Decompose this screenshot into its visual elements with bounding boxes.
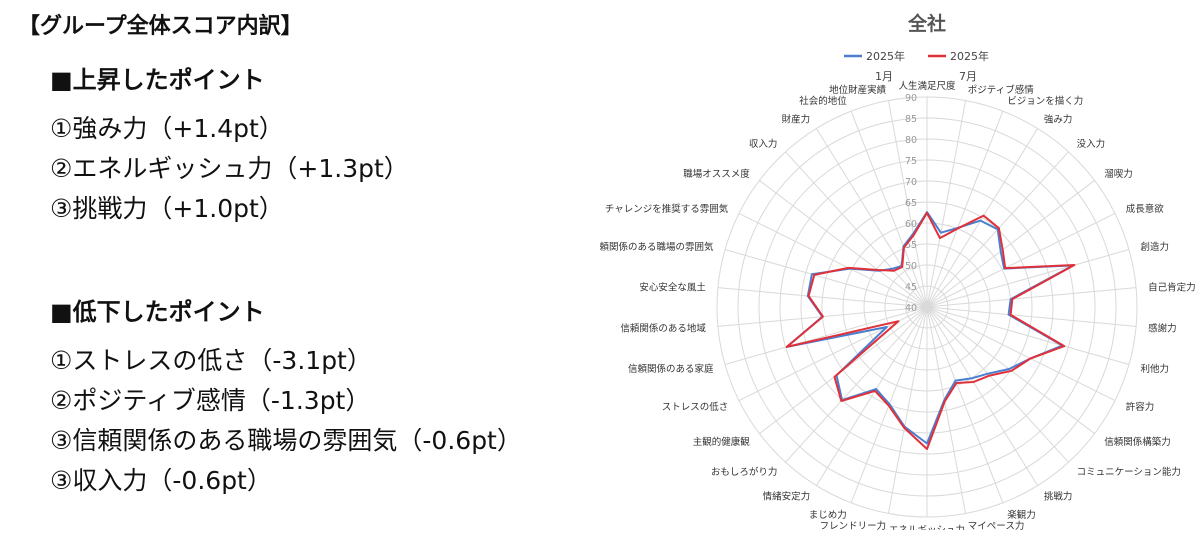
category-label: 挑戦力 [1044,491,1073,503]
legend-label-jul-line2: 7月 [959,70,977,83]
spoke [926,128,1038,308]
spoke [926,306,967,514]
spoke [926,306,1069,463]
tick-label: 70 [905,177,917,188]
category-label: マイペース力 [968,520,1025,530]
spoke [926,180,1095,308]
category-label: ビジョンを描く力 [1007,95,1083,107]
tick-label: 75 [905,156,917,167]
category-label: 人生満足尺度 [898,80,956,92]
radar-spokes [717,97,1137,517]
category-label: エネルギッシュ力 [889,524,965,530]
category-label: 自己肯定力 [1148,282,1196,294]
rise-item: ②エネルギッシュ力（+1.3pt） [50,154,409,183]
fall-item: ①ストレスの低さ（-3.1pt） [50,346,372,375]
rise-section: ■上昇したポイント ①強み力（+1.4pt） ②エネルギッシュ力（+1.3pt）… [50,60,409,229]
category-label: ストレスの低さ [662,401,729,413]
spoke [926,306,1038,486]
spoke [887,306,928,514]
tick-label: 60 [905,219,917,230]
radar-tick-labels: 40 45 50 55 60 65 70 75 80 85 90 [905,93,917,314]
spoke [926,287,1137,308]
spoke [926,306,1130,365]
spoke [816,306,928,486]
category-label: 没入力 [1077,138,1106,150]
spoke [850,111,928,308]
legend-label-jan-line2: 1月 [875,70,893,83]
fall-list: ①ストレスの低さ（-3.1pt） ②ポジティブ感情（-1.3pt） ③信頼関係の… [50,341,522,501]
category-label: コミュニケーション能力 [1077,466,1181,478]
category-label: 成長意欲 [1126,203,1165,215]
radar-chart-area: 全社 2025年 1月 2025年 7月 40 45 50 55 60 65 70 75 80 8… [590,0,1200,534]
spoke [887,100,928,308]
spoke [926,212,1116,308]
category-label: フレンドリー力 [820,520,887,530]
category-label: 信頼関係構築力 [1104,436,1171,448]
spoke [926,306,1116,402]
category-label: おもしろがり力 [711,466,778,478]
page-heading: 【グループ全体スコア内訳】 [18,14,303,39]
fall-item: ②ポジティブ感情（-1.3pt） [50,386,371,415]
tick-label: 90 [905,93,917,104]
tick-label: 50 [905,261,917,272]
category-label: チャレンジを推奨する雰囲気 [605,203,729,215]
tick-label: 80 [905,135,917,146]
category-label: 楽観力 [1007,509,1036,521]
category-label: 溜喫力 [1104,168,1133,180]
category-label: 信頼関係のある地域 [620,323,706,335]
category-label: 感謝力 [1148,323,1177,335]
category-label: 職場オススメ度 [683,168,750,180]
spoke [926,249,1130,308]
tick-label: 85 [905,114,917,125]
chart-title: 全社 [907,12,946,35]
category-label: まじめ力 [809,509,847,521]
legend-label-jul-line1: 2025年 [950,49,989,63]
spoke [724,249,928,308]
category-label: 安心安全な風土 [639,282,706,294]
category-label: 信頼関係のある職場の雰囲気 [600,241,714,253]
spoke [785,151,928,308]
radar-chart: 全社 2025年 1月 2025年 7月 40 45 50 55 60 65 70 75 80 8… [590,12,1196,534]
spoke [926,306,1137,327]
spoke [785,306,928,463]
fall-item: ③収入力（-0.6pt） [50,466,272,495]
category-label: 主観的健康観 [693,436,751,448]
tick-label: 65 [905,198,917,209]
rise-title: ■上昇したポイント [50,66,265,94]
radar-series [785,211,1076,450]
radar-category-labels: 人生満足尺度ポジティブ感情ビジョンを描く力強み力没入力溜喫力成長意欲創造力自己肯… [590,80,1196,534]
tick-label: 45 [905,282,917,293]
category-label: 強み力 [1044,113,1073,125]
spoke [759,180,928,308]
spoke [926,100,967,308]
spoke [724,306,928,365]
category-label: 創造力 [1141,241,1170,253]
category-label: 社会的地位 [799,95,847,107]
category-label: 信頼関係のある家庭 [628,363,714,375]
category-label: 利他力 [1141,363,1170,375]
spoke [738,212,928,308]
rise-item: ①強み力（+1.4pt） [50,114,284,143]
category-label: 収入力 [749,138,778,150]
series-line-jul [785,211,1076,450]
rise-list: ①強み力（+1.4pt） ②エネルギッシュ力（+1.3pt） ③挑戦力（+1.0… [50,109,409,229]
legend: 2025年 1月 2025年 7月 [844,49,989,83]
tick-label: 55 [905,240,917,251]
category-label: 財産力 [782,113,811,125]
tick-label: 40 [905,303,917,314]
fall-title: ■低下したポイント [50,298,265,326]
category-label: 許容力 [1126,401,1155,413]
legend-label-jan-line1: 2025年 [866,49,905,63]
fall-section: ■低下したポイント ①ストレスの低さ（-3.1pt） ②ポジティブ感情（-1.3… [50,292,522,501]
fall-item: ③信頼関係のある職場の雰囲気（-0.6pt） [50,426,522,455]
category-label: ポジティブ感情 [968,84,1034,96]
spoke [926,111,1004,308]
spoke [816,128,928,308]
category-label: 情緒安定力 [763,491,811,503]
rise-item: ③挑戦力（+1.0pt） [50,194,284,223]
summary-panel: 【グループ全体スコア内訳】 ■上昇したポイント ①強み力（+1.4pt） ②エネ… [18,14,522,501]
spoke [717,287,928,308]
spoke [926,306,1004,503]
category-label: 地位財産実績 [829,84,887,96]
